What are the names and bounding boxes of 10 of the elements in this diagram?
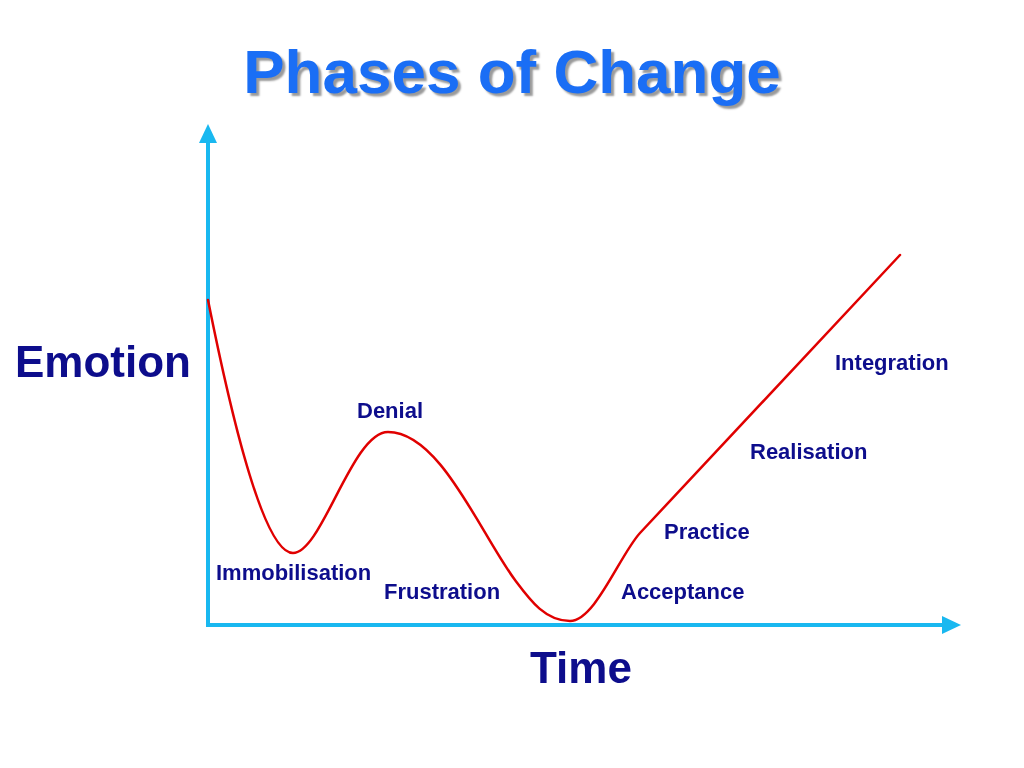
- phase-label: Immobilisation: [216, 560, 372, 586]
- phase-label: Frustration: [384, 579, 501, 605]
- axis-label: Time: [530, 642, 632, 694]
- diagram-title: Phases of Change: [243, 36, 781, 108]
- phase-label: Acceptance: [621, 579, 745, 605]
- axis-label: Emotion: [15, 336, 191, 388]
- phase-label: Integration: [835, 350, 949, 376]
- phase-label: Practice: [664, 519, 750, 545]
- phase-label: Realisation: [750, 439, 868, 465]
- phase-label: Denial: [357, 398, 424, 424]
